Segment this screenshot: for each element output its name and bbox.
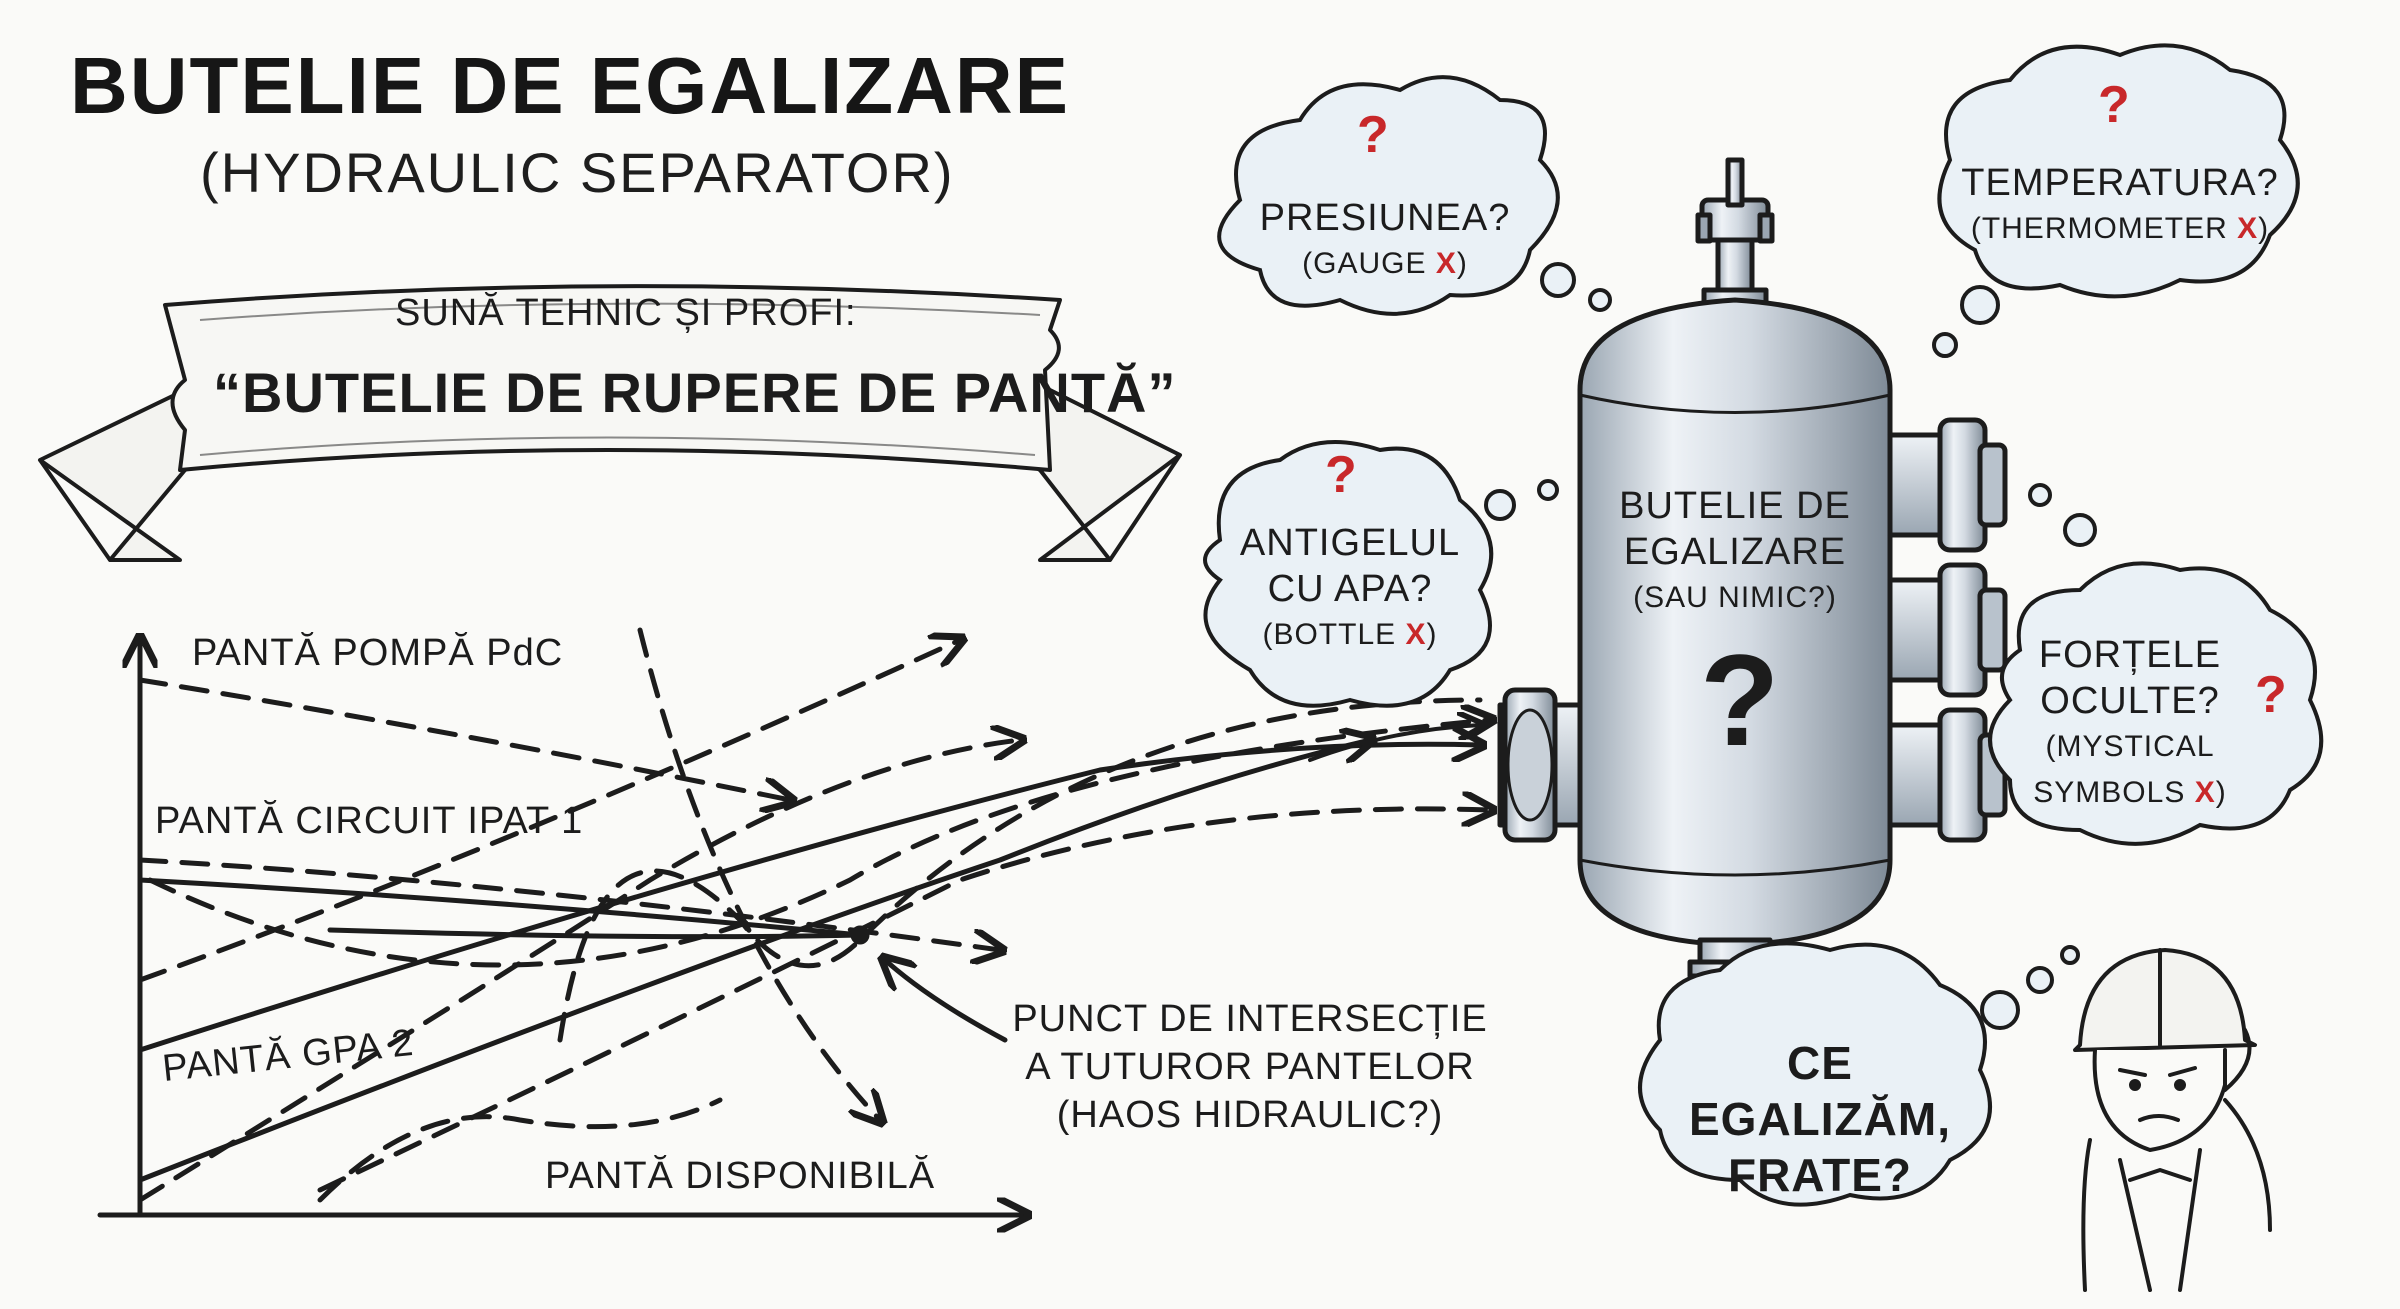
page-subtitle: (HYDRAULIC SEPARATOR)	[200, 141, 955, 204]
label-slope-pump: PANTĂ POMPĂ PdC	[192, 632, 564, 674]
antifreeze-note-text: (BOTTLE	[1262, 618, 1397, 651]
banner-main-line: “BUTELIE DE RUPERE DE PANTĂ”	[213, 361, 1177, 424]
ribbon-right-tail	[1038, 383, 1182, 562]
antifreeze-question-mark: ?	[1325, 446, 1358, 504]
pressure-cross: X	[1435, 247, 1457, 280]
hard-hat	[2073, 948, 2257, 1052]
slope-solid-3	[327, 927, 863, 940]
confused-worker	[2073, 948, 2272, 1292]
forces-question-mark: ?	[2255, 666, 2288, 724]
banner-top-line: SUNĂ TEHNIC ȘI PROFI:	[395, 292, 857, 334]
pressure-question-mark: ?	[1357, 106, 1390, 164]
slope-g-dashed	[317, 1097, 723, 1203]
slope-d-dashed	[637, 627, 880, 1120]
intersection-note-line-1: PUNCT DE INTERSECȚIE	[1012, 998, 1488, 1040]
pressure-note-text: (GAUGE	[1302, 247, 1427, 280]
pipe-flow-arrows	[1308, 725, 1480, 762]
intersection-note-line-2: A TUTUROR PANTELOR	[1025, 1046, 1475, 1088]
temperature-cloud-text: TEMPERATURA? (THERMOMETER X)	[1955, 160, 2285, 252]
worker-face	[2092, 1048, 2227, 1152]
forces-cross: X	[2194, 776, 2216, 809]
slope-pump-dashed	[137, 677, 790, 800]
temperature-question: TEMPERATURA?	[1961, 162, 2279, 204]
separator-label-line-1: BUTELIE DE	[1619, 485, 1851, 527]
intersection-note: PUNCT DE INTERSECȚIE A TUTUROR PANTELOR …	[1010, 995, 1490, 1139]
ribbon-body	[163, 284, 1062, 472]
ribbon-banner	[38, 284, 1182, 562]
pressure-note: (GAUGE X)	[1240, 241, 1530, 287]
pressure-cloud-text: PRESIUNEA? (GAUGE X)	[1240, 195, 1530, 287]
cloud-pressure	[1217, 75, 1612, 316]
pressure-question: PRESIUNEA?	[1259, 197, 1511, 239]
slope-solid-4	[137, 877, 863, 938]
worker-body	[2081, 1138, 2202, 1292]
forces-note-line-2: SYMBOLS X)	[2015, 770, 2245, 816]
cloud-antifreeze	[1203, 440, 1559, 708]
forces-note-line-1: (MYSTICAL	[2045, 730, 2215, 763]
separator-label-line-3: (SAU NIMIC?)	[1633, 581, 1837, 614]
worker-line-2: EGALIZĂM,	[1689, 1093, 1951, 1145]
temperature-note-close: )	[2258, 212, 2270, 245]
page-title: BUTELIE DE EGALIZARE	[70, 41, 1071, 130]
intersection-note-arrow	[885, 960, 1008, 1043]
cloud-temperature	[1932, 43, 2300, 358]
worker-cloud-text: CE EGALIZĂM, FRATE?	[1660, 1035, 1980, 1203]
separator-question-mark: ?	[1700, 627, 1781, 773]
antifreeze-cross: X	[1405, 618, 1427, 651]
forces-note-text: SYMBOLS	[2033, 776, 2186, 809]
antifreeze-note: (BOTTLE X)	[1220, 612, 1480, 658]
worker-arm	[2223, 1028, 2272, 1232]
antifreeze-cloud-text: ANTIGELUL CU APA? (BOTTLE X)	[1220, 520, 1480, 658]
slope-b-dashed	[147, 720, 1490, 968]
vessel-body	[1577, 297, 1893, 948]
label-slope-available: PANTĂ DISPONIBILĂ	[545, 1155, 936, 1197]
forces-line-1: FORȚELE	[2038, 634, 2222, 676]
temperature-note-text: (THERMOMETER	[1970, 212, 2228, 245]
pressure-note-close: )	[1456, 247, 1468, 280]
right-port-middle	[1887, 562, 2008, 698]
temperature-question-mark: ?	[2098, 76, 2131, 134]
right-port-bottom	[1887, 707, 2008, 843]
slope-c-dashed	[137, 740, 1020, 1203]
label-slope-circuit: PANTĂ CIRCUIT IPAT 1	[155, 800, 584, 842]
upper-crossing-point	[784, 794, 796, 806]
antifreeze-note-close: )	[1426, 618, 1438, 651]
forces-line-2: OCULTE?	[2040, 680, 2220, 722]
forces-cloud-text: FORȚELE OCULTE? (MYSTICAL SYMBOLS X)	[2015, 632, 2245, 816]
slope-solid-2	[137, 740, 1370, 1183]
separator-label: BUTELIE DE EGALIZARE (SAU NIMIC?)	[1600, 483, 1870, 621]
forces-note-close: )	[2215, 776, 2227, 809]
slope-solid-1	[137, 744, 1480, 1053]
hydraulic-separator	[1497, 157, 2008, 979]
right-port-top	[1887, 417, 2008, 553]
intersection-note-line-3: (HAOS HIDRAULIC?)	[1056, 1094, 1444, 1136]
antifreeze-line-1: ANTIGELUL	[1239, 522, 1461, 564]
antifreeze-line-2: CU APA?	[1267, 568, 1433, 610]
intersection-point	[850, 925, 870, 945]
temperature-note: (THERMOMETER X)	[1955, 206, 2285, 252]
ribbon-left-tail	[38, 388, 187, 562]
slope-e-dashed	[317, 809, 1490, 1193]
top-valve-stem	[1715, 232, 1755, 298]
graph	[97, 627, 1490, 1215]
cloud-worker	[1638, 941, 2080, 1207]
worker-line-1: CE	[1787, 1037, 1853, 1089]
cloud-forces	[1988, 483, 2324, 846]
temperature-cross: X	[2237, 212, 2259, 245]
separator-label-line-2: EGALIZARE	[1623, 531, 1847, 573]
slope-f-dashed	[557, 697, 1483, 1043]
worker-line-3: FRATE?	[1727, 1149, 1912, 1201]
